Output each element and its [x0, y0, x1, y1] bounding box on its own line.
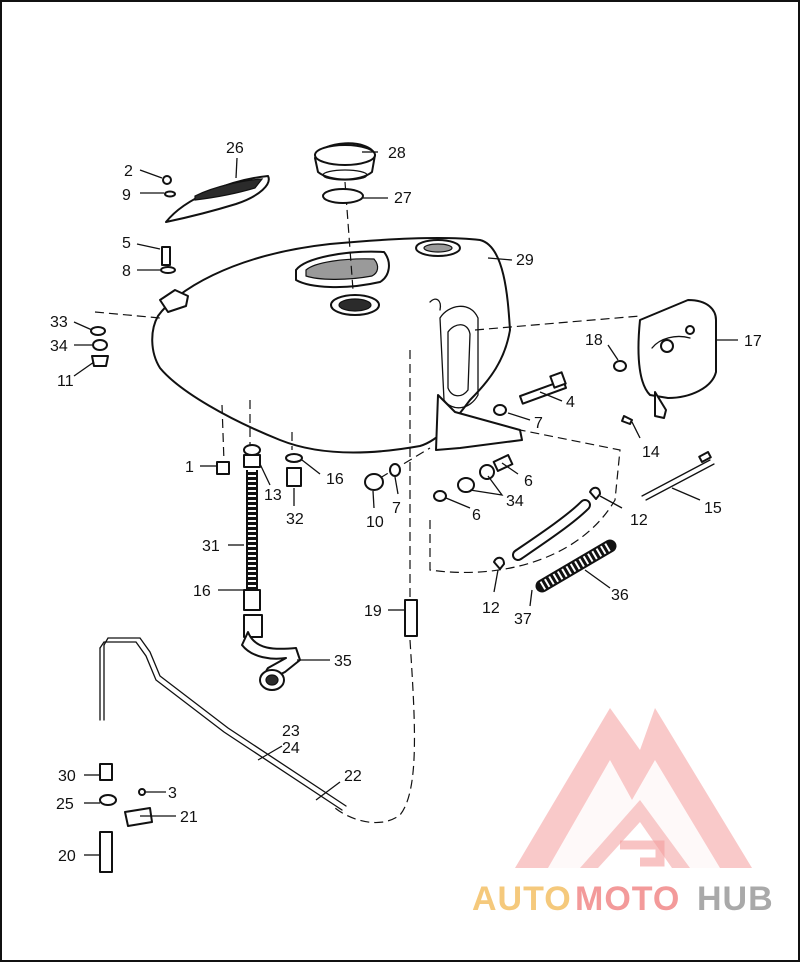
- part-27-gasket: [322, 188, 364, 204]
- part-35-fuel-valve: [241, 614, 301, 691]
- part-37-hose: [514, 501, 589, 559]
- callout-27: 27: [394, 190, 412, 207]
- callout-5: 5: [122, 235, 131, 252]
- mount-hardware-10-7-6-34: [364, 454, 514, 502]
- callout-23: 23: [282, 723, 300, 740]
- callout-13: 13: [264, 487, 282, 504]
- callout-2: 2: [124, 163, 133, 180]
- part-1-drain-plug: [216, 461, 230, 475]
- callout-34: 34: [50, 338, 68, 355]
- part-13-31-valve-spring: [243, 444, 261, 611]
- callout-11: 11: [57, 373, 74, 390]
- callout-1: 1: [185, 459, 194, 476]
- fuel-tank: [151, 236, 523, 454]
- callout-15: 15: [704, 500, 722, 517]
- callout-12: 12: [630, 512, 648, 529]
- part-17-side-cover: [637, 299, 717, 419]
- callout-31: 31: [202, 538, 220, 555]
- callout-18: 18: [585, 332, 603, 349]
- callout-19: 19: [364, 603, 382, 620]
- callout-7: 7: [534, 415, 543, 432]
- callout-3: 3: [168, 785, 177, 802]
- grommets-33-34-11: [90, 326, 109, 367]
- callout-4: 4: [566, 394, 575, 411]
- callout-20: 20: [58, 848, 76, 865]
- leader-lines: [73, 151, 738, 856]
- callout-22: 22: [344, 768, 362, 785]
- part-15-wire: [641, 451, 715, 501]
- part-19-fitting: [404, 599, 418, 637]
- fittings-30-25-21-20: [99, 763, 153, 873]
- callout-17: 17: [744, 333, 762, 350]
- part-12-clamp-a: [589, 486, 601, 500]
- callout-28: 28: [388, 145, 406, 162]
- part-4-bolt: [519, 371, 567, 405]
- watermark-logo: [515, 708, 752, 868]
- callout-34b: 34: [506, 493, 524, 510]
- hardware-2-9-5-8: [160, 175, 176, 274]
- part-12-clamp-b: [493, 556, 505, 570]
- callout-6: 6: [524, 473, 533, 490]
- part-16-o-ring: [285, 453, 303, 463]
- callout-8: 8: [122, 263, 131, 280]
- callout-labels: 2 9 26 28 27 5 8 29 33 34 11 18 17 4 7 1…: [50, 140, 762, 865]
- callout-32: 32: [286, 511, 304, 528]
- part-22-23-24-fuel-line: [99, 637, 347, 811]
- callout-21: 21: [180, 809, 198, 826]
- part-18-nut: [613, 360, 627, 372]
- callout-29: 29: [516, 252, 534, 269]
- watermark-text-hub: HUB: [697, 880, 774, 918]
- watermark-text-moto: MOTO: [575, 880, 680, 918]
- callout-6b: 6: [472, 507, 481, 524]
- part-32-filter: [286, 467, 302, 487]
- callout-35: 35: [334, 653, 352, 670]
- callout-10: 10: [366, 514, 384, 531]
- callout-25: 25: [56, 796, 74, 813]
- part-28-fuel-cap: [314, 142, 376, 181]
- part-7-washer: [493, 404, 507, 416]
- callout-16: 16: [326, 471, 344, 488]
- part-26-trim-panel: [165, 175, 270, 223]
- part-14-screw: [621, 415, 633, 425]
- callout-26: 26: [226, 140, 244, 157]
- watermark-text-auto: AUTO: [472, 880, 572, 918]
- callout-36: 36: [611, 587, 629, 604]
- callout-16b: 16: [193, 583, 211, 600]
- callout-9: 9: [122, 187, 131, 204]
- callout-33: 33: [50, 314, 68, 331]
- callout-12b: 12: [482, 600, 500, 617]
- part-36-spring-sleeve: [535, 539, 617, 593]
- callout-30: 30: [58, 768, 76, 785]
- callout-14: 14: [642, 444, 660, 461]
- callout-37: 37: [514, 611, 532, 628]
- callout-7b: 7: [392, 500, 401, 517]
- callout-24: 24: [282, 740, 300, 757]
